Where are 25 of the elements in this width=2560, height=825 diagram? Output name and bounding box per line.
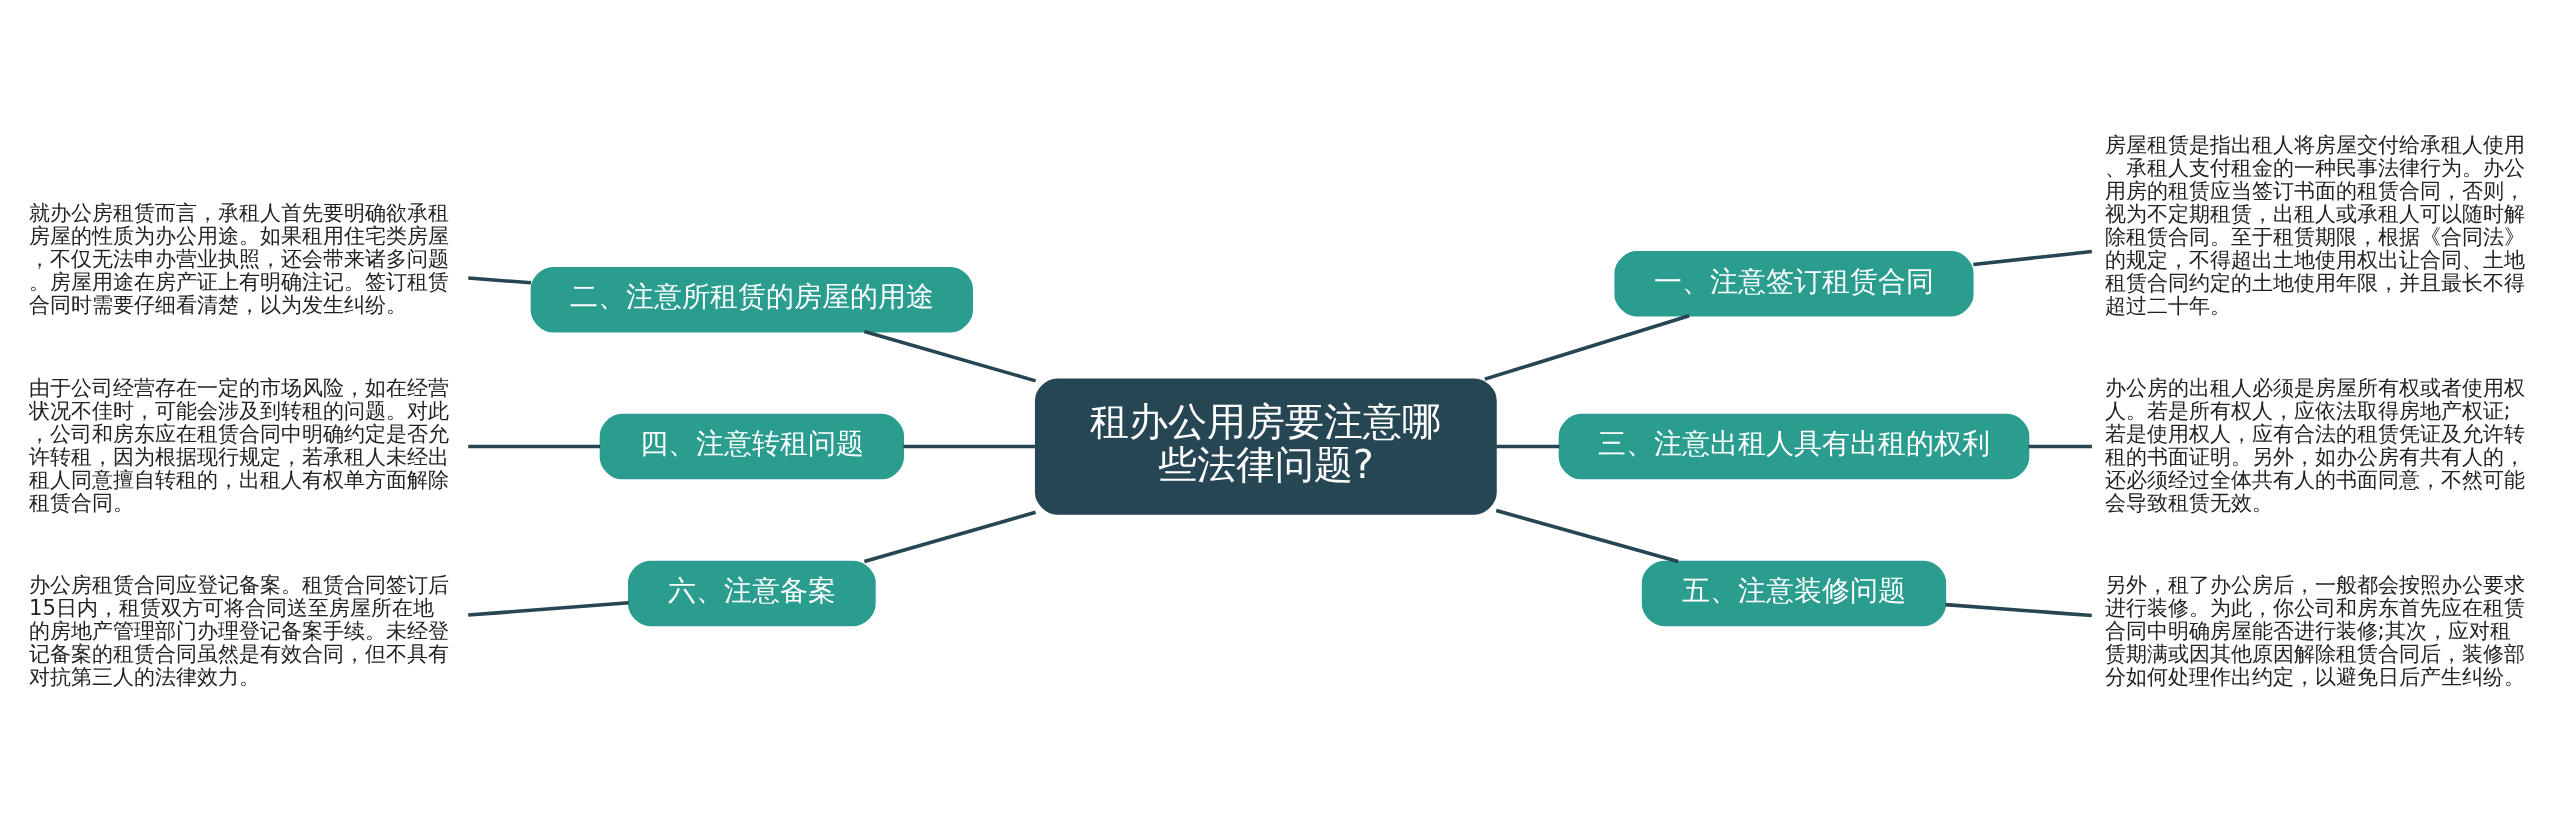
node-text: 房屋租赁是指出租人将房屋交付给承租人使用、承租人支付租金的一种民事法律行为。办公用房的租赁应当签订书面的租赁合同，否则，视为不定期租赁，出租人或承租人可以随时解除租赁合同。至于租赁期限，根据《合同法》的规定，不得超出土地使用权出让合同、土地租赁合同约定的土地使用年限，并且最长不得超过二十年。	[2104, 132, 2525, 319]
connector	[1973, 249, 2092, 267]
connector	[1496, 444, 1560, 449]
node-box: 一、注意签订租赁合同	[1614, 251, 1974, 317]
node-text: 由于公司经营存在一定的市场风险，如在经营状况不佳时，可能会涉及到转租的问题。对此，公司和房东应在租赁合同中明确约定是否允许转租，因为根据现行规定，若承租人未经出租人同意擅自转租的，出租人有权单方面解除租赁合同。	[29, 374, 450, 515]
connector	[2028, 444, 2092, 449]
node-box: 二、注意所租赁的房屋的用途	[530, 266, 973, 333]
connector	[1484, 314, 1690, 381]
connector	[863, 510, 1037, 564]
node-box: 六、注意备案	[628, 560, 876, 627]
connector	[1945, 602, 2092, 618]
node-text: 就办公房租赁而言，承租人首先要明确欲承租房屋的性质为办公用途。如果租用住宅类房屋，不仅无法申办营业执照，还会带来诸多问题。房屋用途在房产证上有明确注记。签订租赁合同时需要仔细看清楚，以为发生纠纷。	[29, 200, 450, 318]
connector	[1495, 508, 1679, 564]
node-text: 另外，租了办公房后，一般都会按照办公要求进行装修。为此，你公司和房东首先应在租赁合同中明确房屋能否进行装修;其次，应对租赁期满或因其他原因解除租赁合同后，装修部分如何处理作出约定，以避免日后产生纠纷。	[2104, 571, 2525, 689]
node-box: 三、注意出租人具有出租的权利	[1558, 413, 2030, 480]
connector	[468, 276, 532, 285]
node-box: 四、注意转租问题	[599, 413, 904, 480]
node-text: 办公房租赁合同应登记备案。租赁合同签订后15日内，租赁双方可将合同送至房屋所在地的房地产管理部门办理登记备案手续。未经登记备案的租赁合同虽然是有效合同，但不具有对抗第三人的法律效力。	[29, 571, 450, 689]
node-box: 五、注意装修问题	[1641, 560, 1947, 627]
node-box: 租办公用房要注意哪些法律问题?	[1034, 378, 1497, 515]
node-text: 办公房的出租人必须是房屋所有权或者使用权人。若是所有权人，应依法取得房地产权证;若是使用权人，应有合法的租赁凭证及允许转租的书面证明。另外，如办公房有共有人的，还必须经过全体共有人的书面同意，不然可能会导致租赁无效。	[2104, 374, 2525, 515]
connector	[468, 600, 629, 617]
connector	[863, 329, 1037, 383]
connector	[468, 444, 601, 449]
connector	[903, 444, 1036, 449]
